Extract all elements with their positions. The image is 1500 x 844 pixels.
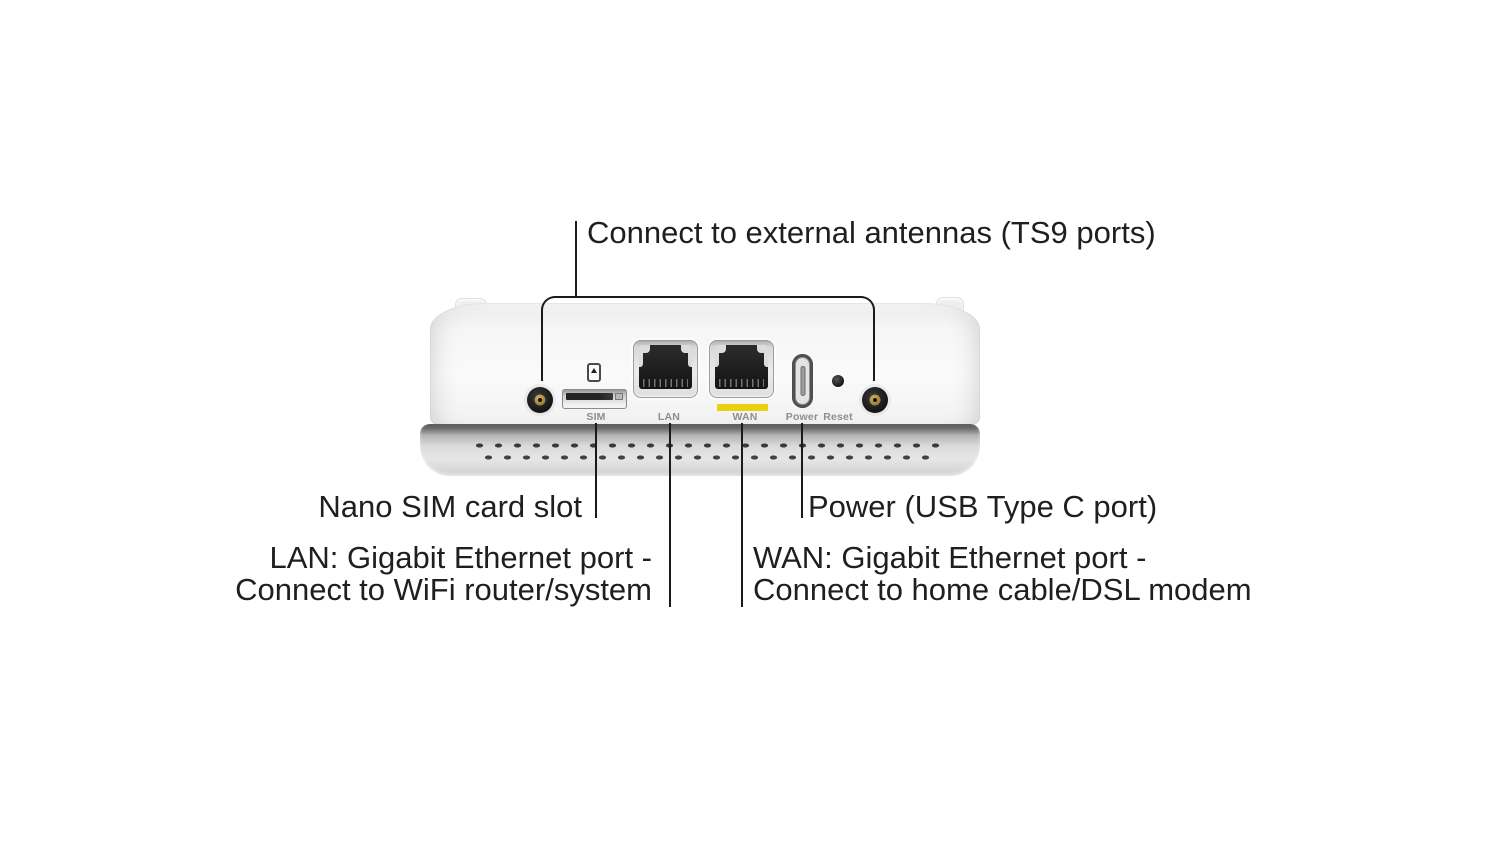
ts9-center-hole [873,398,877,402]
lan-callout-line [669,423,671,607]
sim-callout-label: Nano SIM card slot [318,489,582,524]
device-label-reset: Reset [823,411,853,423]
usb-c-power-port [792,354,813,408]
wan-callout-line2: Connect to home cable/DSL modem [753,572,1252,607]
sim-callout-line [595,423,597,518]
device-base [420,424,980,476]
ts9-bracket-line [541,296,875,381]
sim-slot-notch [615,393,623,400]
lan-ethernet-port [633,340,698,398]
wan-callout-line [741,423,743,607]
lan-callout-label: LAN: Gigabit Ethernet port - Connect to … [235,542,652,606]
wan-port-opening [715,345,768,389]
wan-yellow-accent-bar [717,404,768,411]
ts9-center-hole [538,398,542,402]
ts9-antenna-port-right [862,387,888,413]
device-label-power: Power [785,411,819,423]
power-callout-label: Power (USB Type C port) [808,489,1158,524]
device-body [430,303,980,425]
power-callout-line [801,423,803,518]
sim-card-icon-triangle [591,368,597,373]
wan-callout-line1: WAN: Gigabit Ethernet port - [753,540,1147,575]
antennas-callout-label: Connect to external antennas (TS9 ports) [587,215,1156,250]
wan-ethernet-port [709,340,774,398]
usb-c-inner-tongue [800,366,805,396]
device-label-wan: WAN [732,411,758,423]
vent-holes-row-1 [470,441,946,450]
reset-pinhole [832,375,844,387]
device-label-lan: LAN [657,411,681,423]
antennas-callout-line [575,221,577,297]
sim-card-slot [562,389,627,409]
lan-callout-line2: Connect to WiFi router/system [235,572,652,607]
sim-card-icon [587,363,601,382]
wan-callout-label: WAN: Gigabit Ethernet port - Connect to … [753,542,1252,606]
vent-holes-row-2 [479,453,937,462]
lan-port-pins [643,379,688,387]
lan-port-opening [639,345,692,389]
wan-port-pins [719,379,764,387]
device-label-sim: SIM [586,411,606,423]
lan-callout-line1: LAN: Gigabit Ethernet port - [269,540,652,575]
sim-slot-opening [566,393,613,400]
ts9-antenna-port-left [527,387,553,413]
